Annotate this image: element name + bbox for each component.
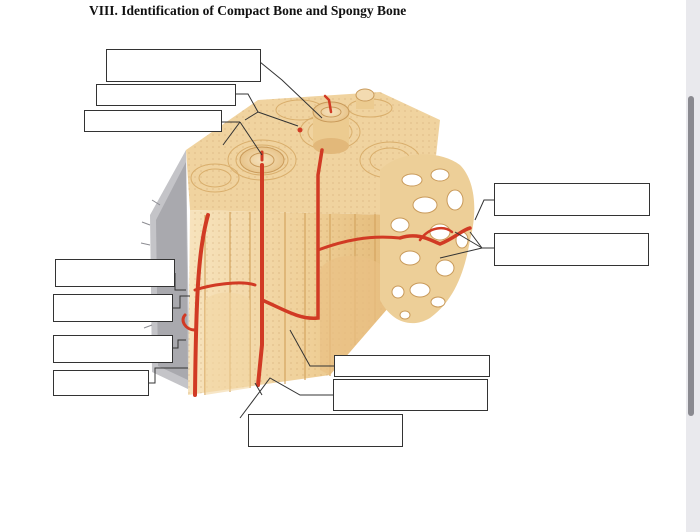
label-box-8[interactable] [53, 335, 173, 363]
leader-lines [149, 61, 494, 419]
label-box-5[interactable] [494, 233, 649, 266]
label-box-6[interactable] [55, 259, 175, 287]
label-box-11[interactable] [333, 379, 488, 411]
label-box-10[interactable] [334, 355, 490, 377]
label-box-1[interactable] [106, 49, 261, 82]
label-box-9[interactable] [53, 370, 149, 396]
blood-vessels [181, 94, 472, 397]
label-box-4[interactable] [494, 183, 650, 216]
vessel-dot [297, 127, 303, 133]
label-box-3[interactable] [84, 110, 222, 132]
label-box-7[interactable] [53, 294, 173, 322]
scrollbar[interactable] [688, 96, 694, 416]
osteon-raised-small [355, 88, 375, 109]
compact-bone-front [188, 210, 395, 395]
page-title: VIII. Identification of Compact Bone and… [89, 3, 407, 18]
label-box-2[interactable] [96, 84, 236, 106]
label-box-12[interactable] [248, 414, 403, 447]
